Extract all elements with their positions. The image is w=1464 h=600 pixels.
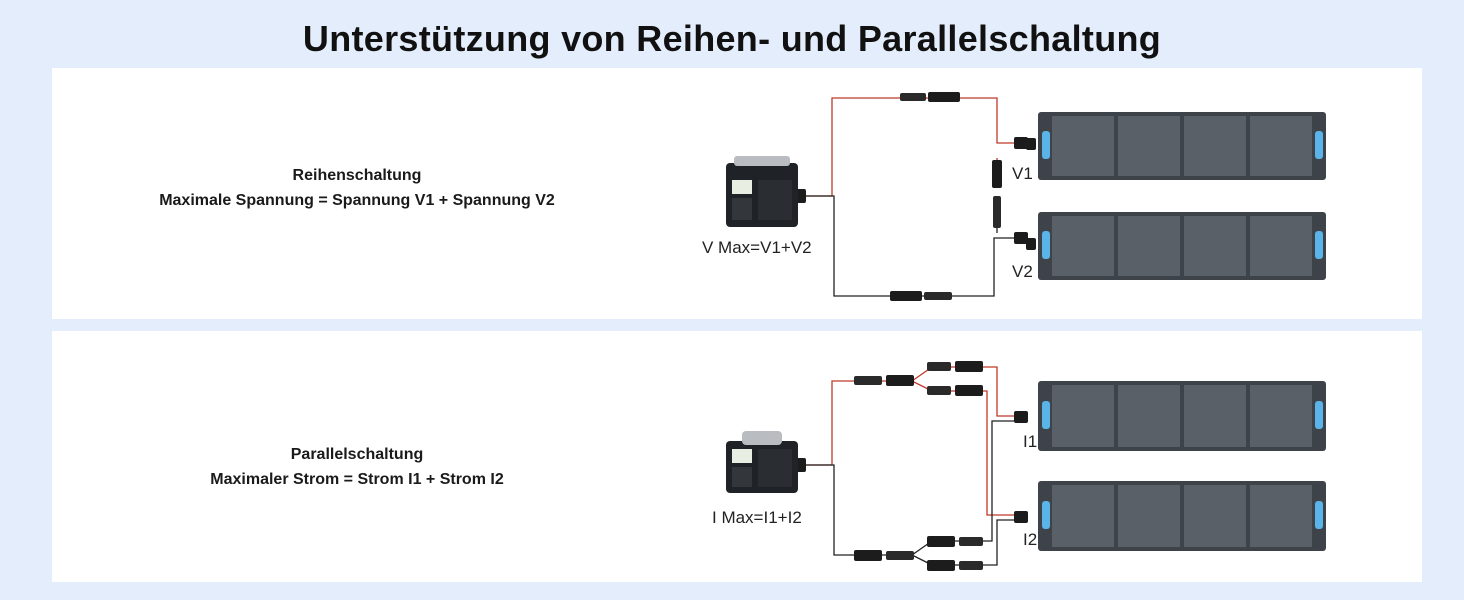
- parallel-caption: Parallelschaltung Maximaler Strom = Stro…: [52, 442, 662, 492]
- parallel-positive-cable-1: [802, 366, 1027, 466]
- series-solar-panel-2: [1026, 212, 1326, 280]
- parallel-station-label: I Max=I1+I2: [712, 508, 802, 527]
- parallel-connection-panel: Parallelschaltung Maximaler Strom = Stro…: [52, 331, 1422, 582]
- series-connection-panel: Reihenschaltung Maximale Spannung = Span…: [52, 68, 1422, 319]
- series-panel-label-v2: V2: [1012, 262, 1033, 281]
- parallel-solar-panel-1: [1038, 381, 1326, 451]
- parallel-power-station-icon: [726, 431, 798, 493]
- parallel-positive-cable-2: [932, 390, 1027, 516]
- series-power-station-icon: [726, 156, 798, 227]
- parallel-connectors: [794, 361, 1028, 571]
- parallel-formula: Maximaler Strom = Strom I1 + Strom I2: [210, 471, 504, 488]
- series-solar-panel-1: [1026, 112, 1326, 180]
- series-caption: Reihenschaltung Maximale Spannung = Span…: [52, 163, 662, 213]
- series-heading: Reihenschaltung: [292, 167, 422, 184]
- parallel-heading: Parallelschaltung: [290, 446, 424, 463]
- series-diagram: V Max=V1+V2 V1 V2: [702, 92, 1326, 301]
- parallel-negative-cable-1: [802, 420, 1027, 556]
- page-title: Unterstützung von Reihen- und Parallelsc…: [302, 18, 1162, 59]
- series-panel-label-v1: V1: [1012, 164, 1033, 183]
- series-station-label: V Max=V1+V2: [702, 238, 812, 257]
- parallel-panel-label-i1: I1: [1023, 432, 1037, 451]
- series-formula: Maximale Spannung = Spannung V1 + Spannu…: [159, 192, 555, 209]
- parallel-solar-panel-2: [1038, 481, 1326, 551]
- parallel-diagram: I Max=I1+I2 I1 I2: [712, 361, 1326, 571]
- parallel-panel-label-i2: I2: [1023, 530, 1037, 549]
